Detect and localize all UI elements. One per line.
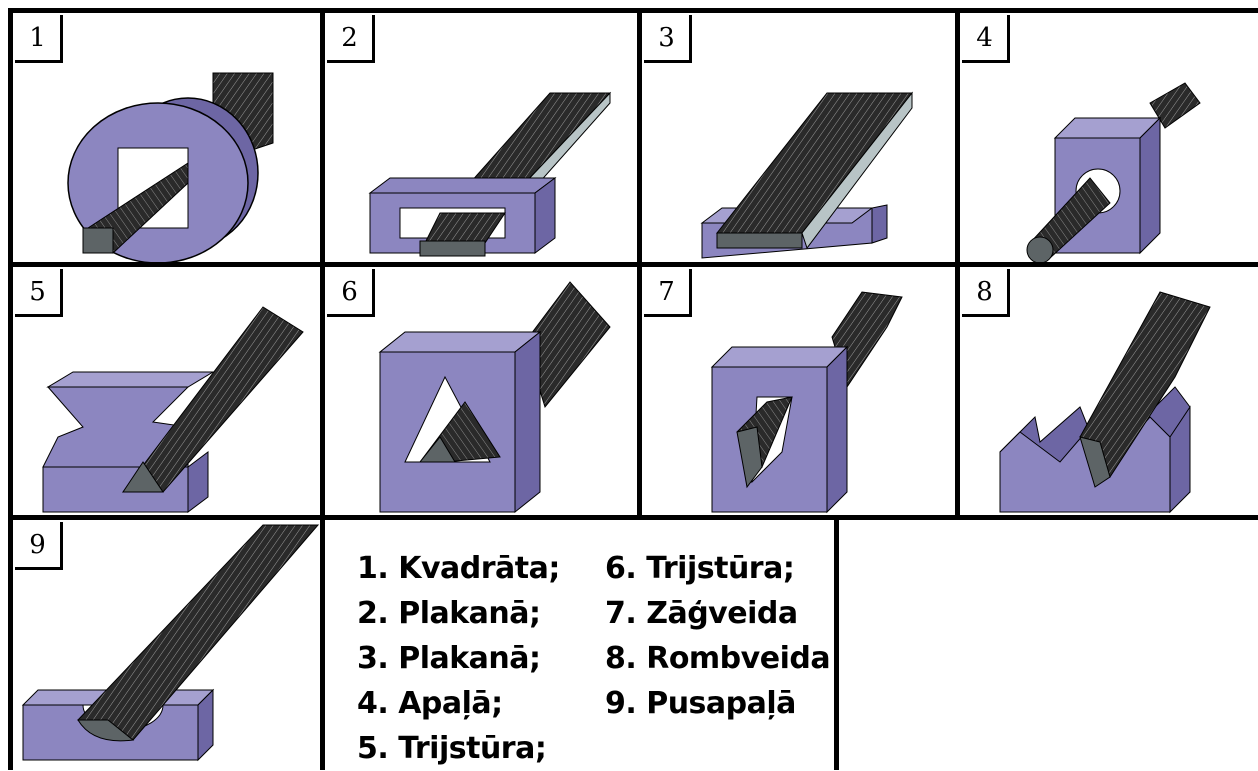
panel-number: 6 — [327, 269, 375, 317]
legend-column-2: 6. Trijstūra; 7. Zāģveida 8. Rombveida 9… — [605, 546, 830, 726]
panel-number: 5 — [15, 269, 63, 317]
panel-2: 2 — [325, 13, 637, 262]
legend-item: 7. Zāģveida — [605, 591, 830, 636]
legend-item: 9. Pusapaļā — [605, 681, 830, 726]
legend-item: 5. Trijstūra; — [357, 726, 560, 771]
panel-number: 2 — [327, 15, 375, 63]
panel-number: 3 — [644, 15, 692, 63]
legend-column-1: 1. Kvadrāta; 2. Plakanā; 3. Plakanā; 4. … — [357, 546, 560, 771]
panel-number: 7 — [644, 269, 692, 317]
panel-4: 4 — [960, 13, 1258, 262]
panel-8: 8 — [960, 267, 1258, 515]
panel-number: 8 — [962, 269, 1010, 317]
legend-item: 4. Apaļā; — [357, 681, 560, 726]
panel-number: 1 — [15, 15, 63, 63]
legend-item: 6. Trijstūra; — [605, 546, 830, 591]
legend-item: 8. Rombveida — [605, 636, 830, 681]
panel-7: 7 — [642, 267, 955, 515]
legend-item: 1. Kvadrāta; — [357, 546, 560, 591]
legend: 1. Kvadrāta; 2. Plakanā; 3. Plakanā; 4. … — [357, 546, 837, 766]
panel-number: 4 — [962, 15, 1010, 63]
panel-6: 6 — [325, 267, 637, 515]
panel-5: 5 — [13, 267, 320, 515]
legend-item: 2. Plakanā; — [357, 591, 560, 636]
panel-number: 9 — [15, 522, 63, 570]
legend-item: 3. Plakanā; — [357, 636, 560, 681]
panel-3: 3 — [642, 13, 955, 262]
panel-1: 1 — [13, 13, 320, 262]
panel-9: 9 — [13, 520, 320, 770]
